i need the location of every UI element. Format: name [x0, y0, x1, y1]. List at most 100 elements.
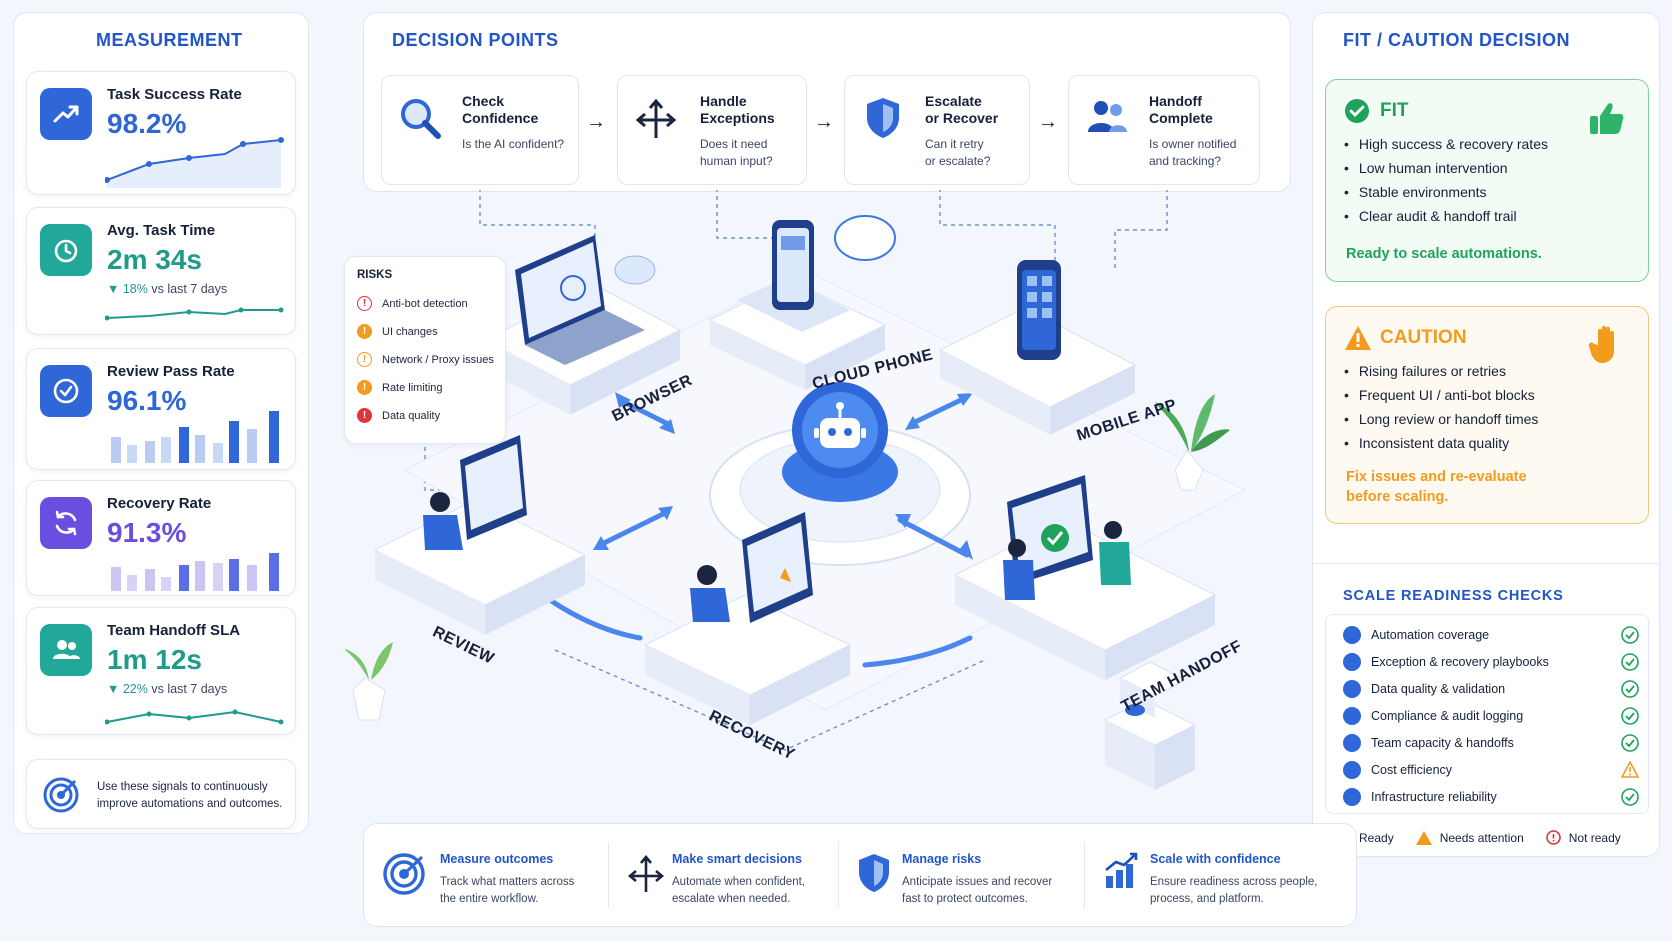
ready-check-icon: [1621, 734, 1639, 752]
summary-line2: the entire workflow.: [440, 893, 539, 905]
check-label: Automation coverage: [1371, 628, 1490, 642]
caution-conclusion-line1: Fix issues and re-evaluate: [1346, 469, 1527, 485]
risk-item: !UI changes: [357, 324, 438, 339]
needs-attention-icon: [1415, 830, 1432, 845]
fit-caution-title: FIT / CAUTION DECISION: [1343, 30, 1570, 50]
check-row[interactable]: Data quality & validation: [1343, 676, 1639, 702]
check-label: Exception & recovery playbooks: [1371, 655, 1549, 669]
caution-conclusion-line2: before scaling.: [1346, 489, 1449, 505]
divider: [608, 842, 609, 908]
infrastructure-icon: [1343, 788, 1361, 806]
risk-item: !Rate limiting: [357, 380, 443, 395]
fit-list: High success & recovery rates Low human …: [1359, 132, 1548, 228]
check-row[interactable]: Team capacity & handoffs: [1343, 730, 1639, 756]
step-question-line2: or escalate?: [925, 154, 991, 168]
summary-title: Measure outcomes: [440, 852, 554, 866]
ready-check-icon: [1621, 653, 1639, 671]
recovery-node[interactable]: [643, 512, 852, 725]
metric-value: 98.2%: [107, 108, 187, 139]
summary-line2: escalate when needed.: [672, 893, 791, 905]
automation-icon: [1343, 626, 1361, 644]
caution-item: Frequent UI / anti-bot blocks: [1359, 383, 1538, 407]
check-row[interactable]: Cost efficiency: [1343, 757, 1639, 783]
warning-icon: !: [357, 324, 372, 339]
summary-scale-with-confidence[interactable]: Scale with confidence Ensure readiness a…: [1090, 824, 1350, 924]
target-icon: [383, 853, 425, 895]
cloud-phone-node[interactable]: [708, 215, 896, 390]
bar-chart: [111, 411, 279, 463]
step-title-line1: Check: [462, 93, 505, 109]
people-icon: [1088, 101, 1127, 132]
metric-card-task-success[interactable]: Task Success Rate 98.2%: [26, 71, 296, 195]
summary-title: Manage risks: [902, 852, 982, 866]
mobile-app-node[interactable]: [938, 260, 1137, 435]
step-question-line2: and tracking?: [1149, 154, 1222, 168]
bottom-summary-bar: Measure outcomes Track what matters acro…: [363, 823, 1357, 927]
summary-measure-outcomes[interactable]: Measure outcomes Track what matters acro…: [364, 824, 604, 924]
metric-label: Review Pass Rate: [107, 363, 235, 380]
measurement-footer-text: Use these signals to continuously improv…: [97, 781, 283, 810]
browser-node[interactable]: [483, 235, 682, 415]
decision-points-title: DECISION POINTS: [392, 30, 559, 50]
summary-manage-risks[interactable]: Manage risks Anticipate issues and recov…: [844, 824, 1084, 924]
sparkline-chart: [105, 137, 284, 188]
caution-card[interactable]: CAUTION Rising failures or retries Frequ…: [1325, 306, 1649, 524]
check-circle-icon: [40, 365, 92, 417]
metric-card-avg-task-time[interactable]: Avg. Task Time 2m 34s ▼ 18% vs last 7 da…: [26, 207, 296, 335]
branch-arrows-icon: [635, 98, 677, 138]
target-icon: [43, 777, 79, 813]
scale-readiness-title: SCALE READINESS CHECKS: [1343, 588, 1564, 604]
delta-text: vs last 7 days: [151, 282, 228, 296]
step-question-line1: Can it retry: [925, 137, 984, 151]
check-row[interactable]: Compliance & audit logging: [1343, 703, 1639, 729]
summary-make-smart-decisions[interactable]: Make smart decisions Automate when confi…: [614, 824, 854, 924]
risk-label: Network / Proxy issues: [382, 353, 494, 366]
risk-item: !Network / Proxy issues: [357, 352, 494, 367]
step-title-line1: Handoff: [1149, 93, 1202, 109]
summary-line1: Anticipate issues and recover: [902, 876, 1053, 888]
shield-icon: [867, 98, 899, 138]
bar-growth-icon: [1105, 852, 1138, 888]
workflow-diagram: [345, 190, 1247, 790]
fit-item: High success & recovery rates: [1359, 132, 1548, 156]
team-handoff-node[interactable]: [953, 475, 1217, 680]
check-label: Cost efficiency: [1371, 763, 1453, 777]
metric-label: Recovery Rate: [107, 495, 212, 512]
stop-hand-icon: [1588, 325, 1614, 363]
trend-up-icon: [40, 88, 92, 140]
metric-card-recovery-rate[interactable]: Recovery Rate 91.3%: [26, 480, 296, 596]
magnifier-icon: [401, 99, 441, 139]
summary-title: Make smart decisions: [672, 852, 802, 866]
audit-log-icon: [1343, 707, 1361, 725]
review-node[interactable]: [373, 435, 587, 635]
fit-card[interactable]: FIT High success & recovery rates Low hu…: [1325, 79, 1649, 282]
status-legend: Ready Needs attention Not ready: [1337, 830, 1621, 845]
check-row[interactable]: Exception & recovery playbooks: [1343, 649, 1639, 675]
refresh-icon: [40, 497, 92, 549]
ready-check-icon: [1621, 788, 1639, 806]
check-label: Infrastructure reliability: [1371, 790, 1497, 804]
cost-icon: [1343, 761, 1361, 779]
metric-label: Task Success Rate: [107, 86, 242, 103]
caution-conclusion: Fix issues and re-evaluate before scaling…: [1346, 467, 1527, 507]
summary-description: Ensure readiness across people,process, …: [1150, 874, 1318, 908]
metric-value: 91.3%: [107, 517, 187, 548]
metric-delta: ▼ 18% vs last 7 days: [107, 282, 228, 296]
ready-check-icon: [1621, 707, 1639, 725]
metric-card-review-pass-rate[interactable]: Review Pass Rate 96.1%: [26, 348, 296, 470]
check-row[interactable]: Infrastructure reliability: [1343, 784, 1639, 810]
shield-alert-icon: !: [357, 296, 372, 311]
metric-card-team-handoff-sla[interactable]: Team Handoff SLA 1m 12s ▼ 22% vs last 7 …: [26, 607, 296, 735]
summary-line1: Ensure readiness across people,: [1150, 876, 1318, 888]
caution-item: Long review or handoff times: [1359, 407, 1539, 431]
step-title-line2: Complete: [1149, 110, 1213, 126]
risk-label: Rate limiting: [382, 381, 443, 394]
check-circle-icon: [1345, 99, 1369, 123]
check-row[interactable]: Automation coverage: [1343, 622, 1639, 648]
